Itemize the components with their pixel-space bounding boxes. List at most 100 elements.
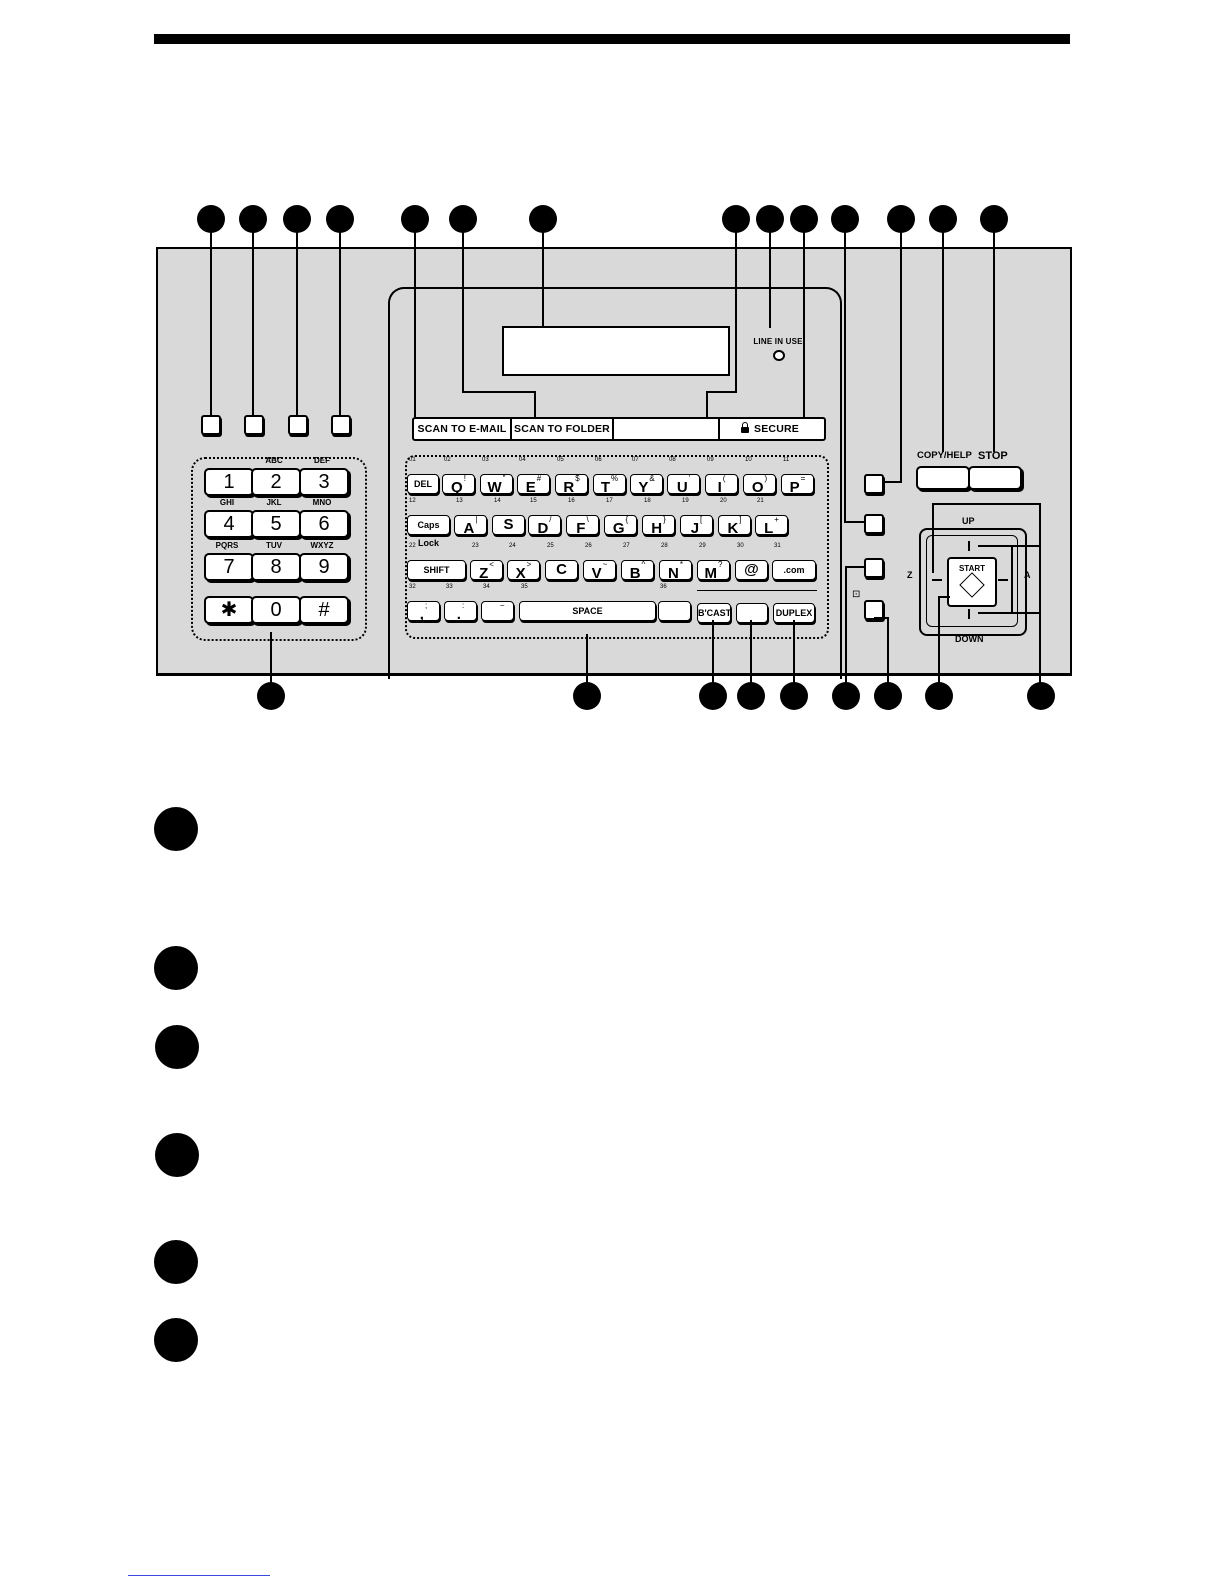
keypad-key[interactable]: #	[299, 596, 349, 624]
callout-marker	[832, 682, 860, 710]
keyboard-key[interactable]	[658, 601, 691, 621]
keyboard-key[interactable]: G{	[604, 515, 637, 537]
up-arrow-key[interactable]	[968, 541, 970, 551]
leader-line	[882, 481, 902, 483]
copy-help-button[interactable]	[916, 466, 970, 490]
key-symbol: $	[575, 474, 580, 483]
down-arrow-key[interactable]	[968, 609, 970, 619]
keyboard-key[interactable]: SHIFT	[407, 560, 466, 580]
keyboard-key[interactable]: S	[492, 515, 525, 535]
key-label: R	[563, 479, 575, 496]
keyboard-key[interactable]: Q!	[442, 474, 475, 496]
blank-function-key[interactable]	[736, 603, 768, 623]
keypad-key[interactable]: 3	[299, 468, 349, 496]
right-label: A	[1024, 570, 1031, 580]
stop-button[interactable]	[968, 466, 1022, 490]
keypad-key[interactable]: 4	[204, 510, 254, 538]
callout-marker	[831, 205, 859, 233]
keyboard-key[interactable]: H}	[642, 515, 675, 537]
side-button-3[interactable]	[864, 558, 884, 578]
leader-line	[1011, 545, 1013, 613]
keyboard-key[interactable]: U'	[667, 474, 700, 496]
keyboard-key[interactable]: C	[545, 560, 578, 580]
right-arrow-key[interactable]	[998, 579, 1008, 581]
keyboard-key[interactable]: .com	[772, 560, 816, 580]
special-function-button[interactable]	[244, 415, 264, 435]
keyboard-key[interactable]: SPACE	[519, 601, 656, 621]
keyboard-key[interactable]: X>	[507, 560, 540, 582]
keyboard-key[interactable]: P=	[781, 474, 814, 496]
leader-line	[978, 612, 1013, 614]
leader-line	[462, 391, 535, 393]
key-label: SPACE	[572, 606, 603, 616]
blank-function-label[interactable]	[614, 419, 720, 439]
keyboard-key[interactable]: O)	[743, 474, 776, 496]
key-number: 14	[494, 498, 501, 504]
keyboard-key[interactable]: E#	[517, 474, 550, 496]
keypad-key[interactable]: 2	[251, 468, 301, 496]
secure-label[interactable]: SECURE	[720, 419, 820, 439]
keyboard-key[interactable]: R$	[555, 474, 588, 496]
keyboard-key[interactable]: Caps Lock	[407, 515, 450, 548]
keyboard-key[interactable]: I(	[705, 474, 738, 496]
keyboard-key[interactable]: L+	[755, 515, 788, 537]
keypad-key[interactable]: 0	[251, 596, 301, 624]
keypad-key[interactable]: 5	[251, 510, 301, 538]
start-button[interactable]: START	[947, 557, 997, 607]
keyboard-key[interactable]: A|	[454, 515, 487, 537]
key-label: .com	[783, 565, 805, 575]
side-button-2[interactable]	[864, 514, 884, 534]
keyboard-key[interactable]: DEL	[407, 474, 439, 494]
keyboard-key[interactable]: K]	[718, 515, 751, 537]
leader-line	[296, 230, 298, 416]
keyboard-key[interactable]: D/	[528, 515, 561, 537]
keyboard-key[interactable]: V~	[583, 560, 616, 582]
keypad-key[interactable]: 9	[299, 553, 349, 581]
keyboard-key[interactable]: @	[735, 560, 768, 580]
key-symbol: ;	[424, 601, 428, 610]
keyboard-key[interactable]: B^	[621, 560, 654, 582]
scan-to-folder-label[interactable]: SCAN TO FOLDER	[512, 419, 614, 439]
key-label: DEL	[414, 479, 432, 489]
special-function-button[interactable]	[288, 415, 308, 435]
keyboard-key[interactable]: M?	[697, 560, 730, 582]
side-button-4[interactable]	[864, 600, 884, 620]
keyboard-key[interactable]: W"	[480, 474, 513, 496]
lock-icon	[741, 422, 750, 433]
special-function-button[interactable]	[331, 415, 351, 435]
secure-text: SECURE	[754, 423, 799, 435]
key-number: 27	[623, 543, 630, 549]
keypad-key[interactable]: 8	[251, 553, 301, 581]
keyboard-key[interactable]: N*	[659, 560, 692, 582]
keypad-letters: JKL	[266, 498, 282, 507]
key-symbol: >	[526, 560, 532, 569]
left-arrow-key[interactable]	[932, 579, 942, 581]
key-label: N	[668, 565, 679, 582]
bcast-key[interactable]: B'CAST	[697, 603, 731, 623]
callout-marker	[326, 205, 354, 233]
callout-marker	[737, 682, 765, 710]
keypad-key[interactable]: ✱	[204, 596, 254, 624]
callout-marker	[529, 205, 557, 233]
scan-to-email-label[interactable]: SCAN TO E-MAIL	[414, 419, 512, 439]
keyboard-key[interactable]: T%	[593, 474, 626, 496]
description-marker	[154, 946, 198, 990]
keyboard-key[interactable]: J[	[680, 515, 713, 537]
leader-line	[542, 230, 544, 326]
callout-marker	[257, 682, 285, 710]
keyboard-key[interactable]: ,;	[407, 601, 440, 623]
keyboard-key[interactable]: F\	[566, 515, 599, 537]
side-button-1[interactable]	[864, 474, 884, 494]
callout-marker	[756, 205, 784, 233]
keypad-key[interactable]: 7	[204, 553, 254, 581]
keyboard-key[interactable]: .:	[444, 601, 477, 623]
keyboard-key[interactable]: Y&	[630, 474, 663, 496]
key-number: 04	[519, 457, 526, 463]
leader-line	[270, 632, 272, 684]
keypad-key[interactable]: 6	[299, 510, 349, 538]
keypad-key[interactable]: 1	[204, 468, 254, 496]
keyboard-key[interactable]: Z<	[470, 560, 503, 582]
special-function-button[interactable]	[201, 415, 221, 435]
leader-line	[1011, 612, 1041, 614]
keyboard-key[interactable]: _−	[481, 601, 514, 623]
